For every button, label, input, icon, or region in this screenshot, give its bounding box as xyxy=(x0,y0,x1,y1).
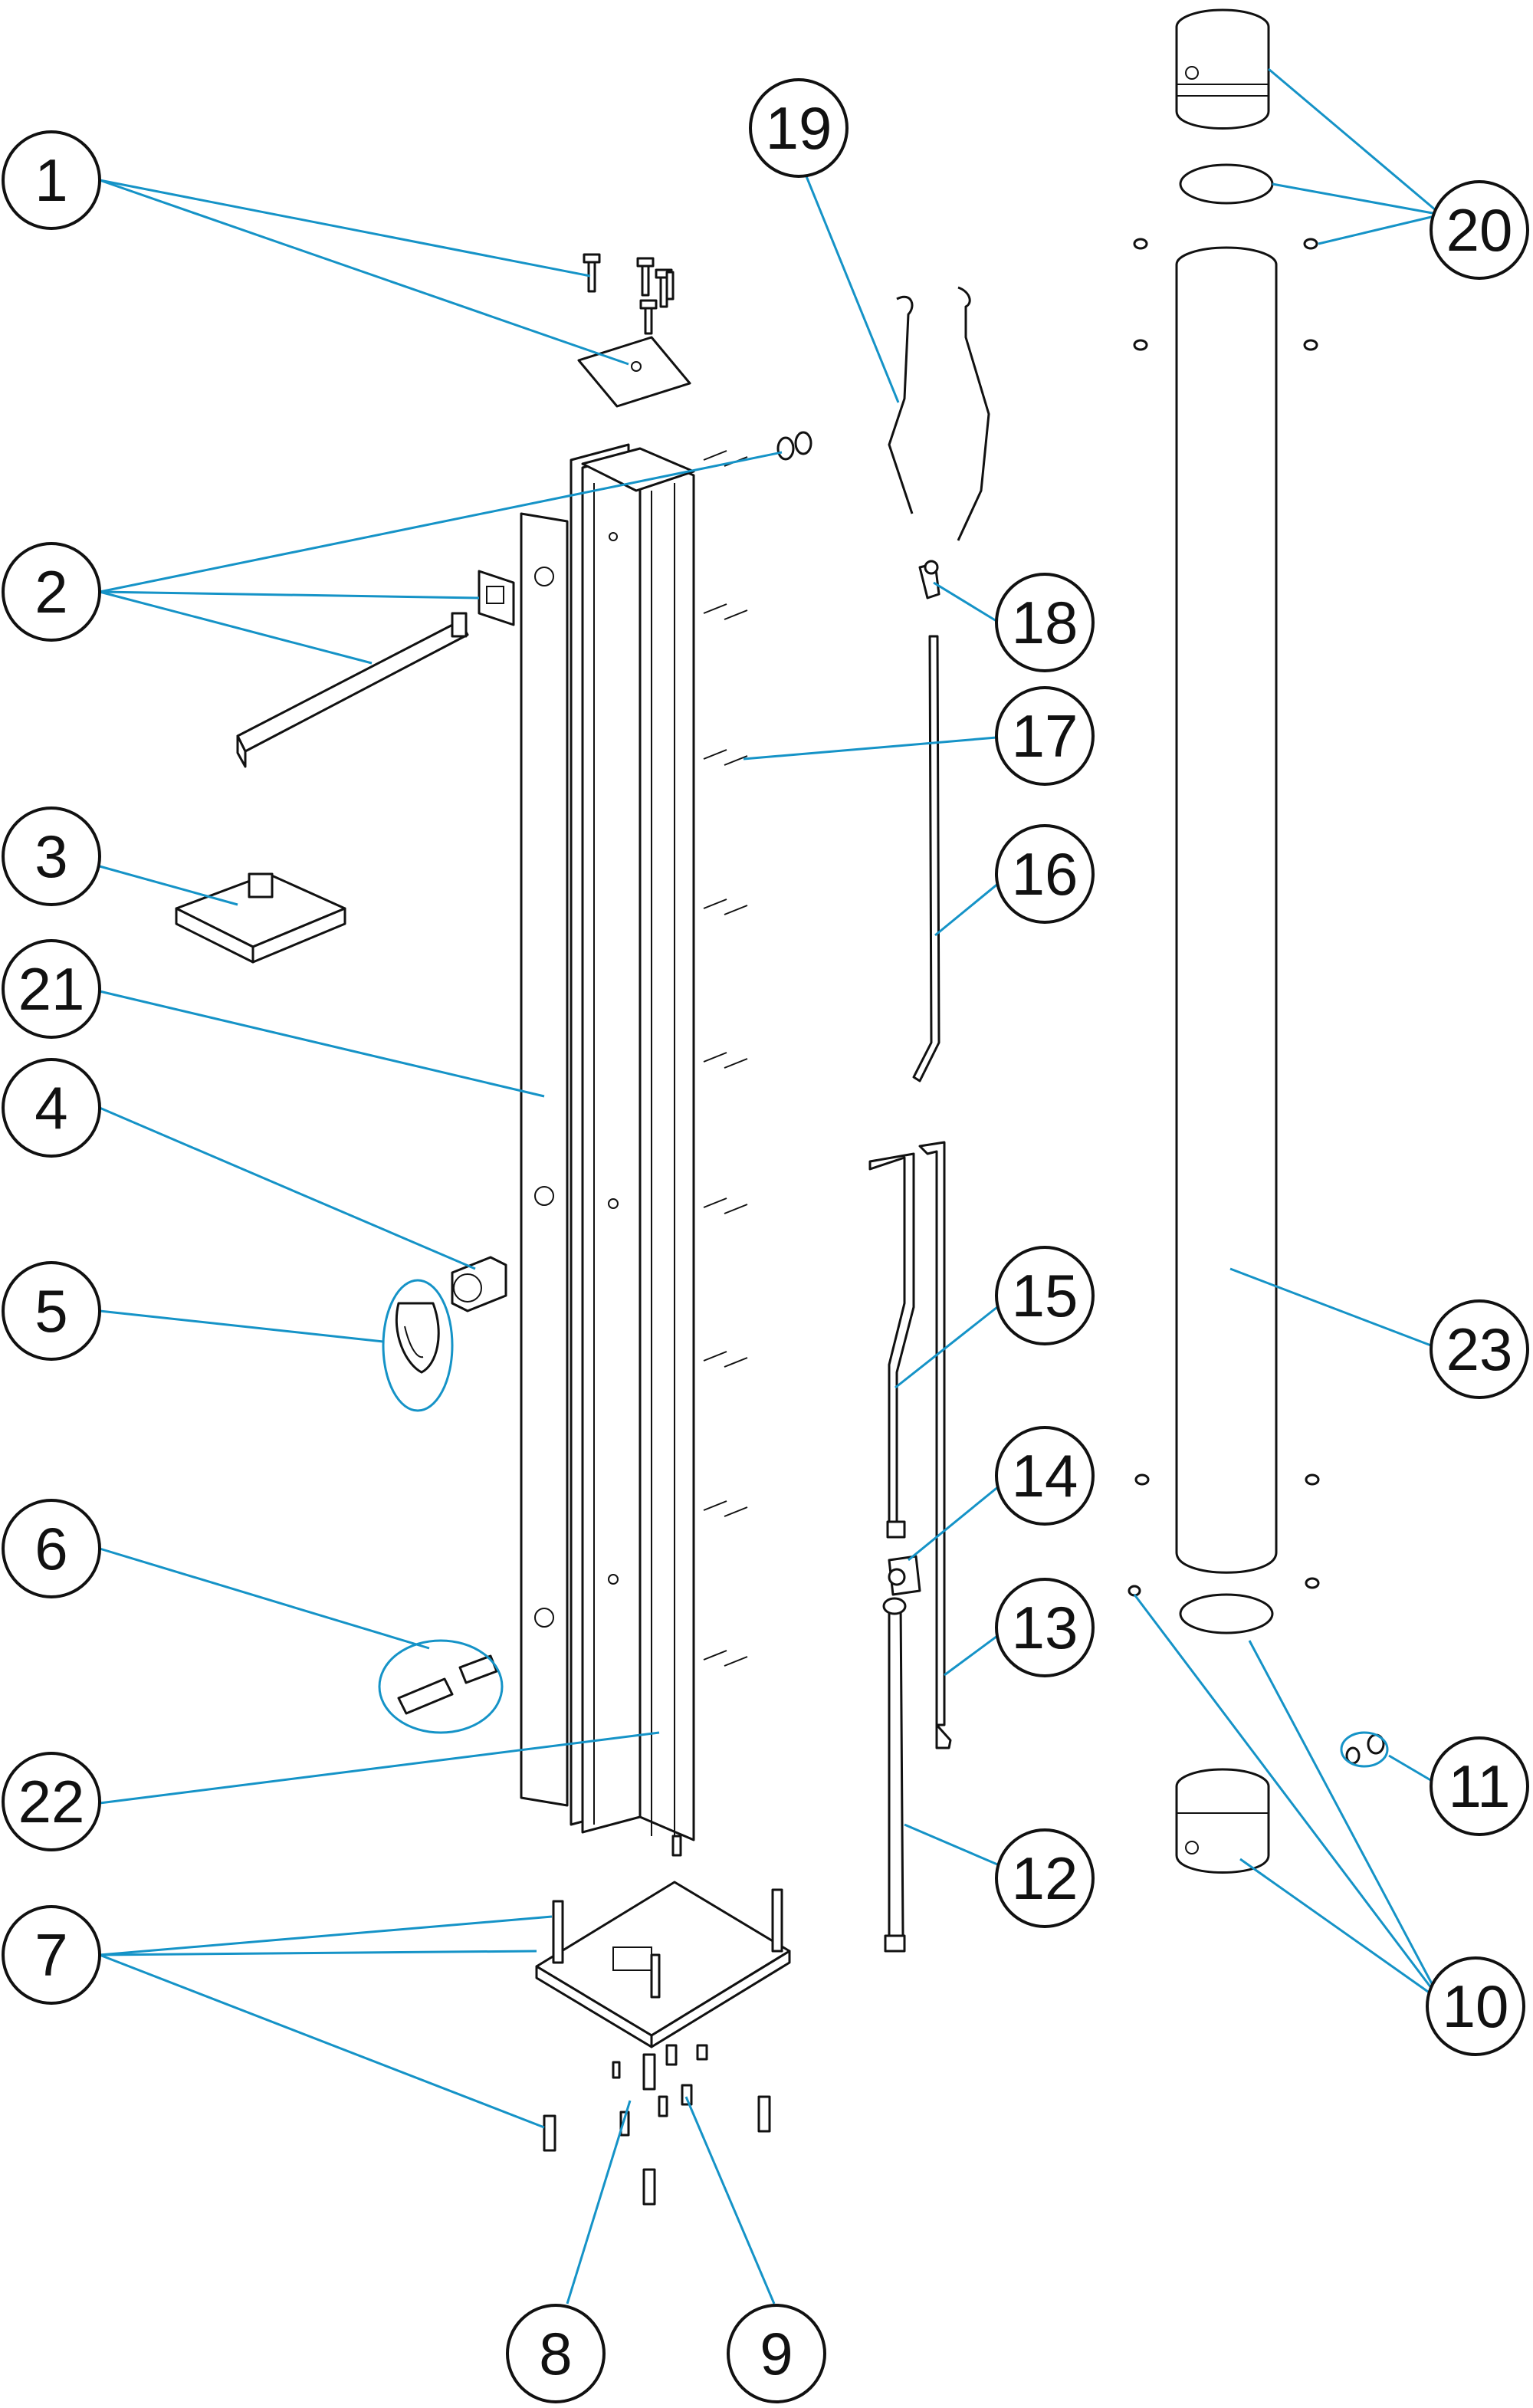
svg-text:2: 2 xyxy=(34,558,67,626)
callout-13: 13 xyxy=(995,1578,1095,1677)
callout-17: 17 xyxy=(995,686,1095,786)
callout-1: 1 xyxy=(2,130,101,230)
svg-text:14: 14 xyxy=(1012,1442,1078,1510)
callout-2: 2 xyxy=(2,542,101,642)
callout-11: 11 xyxy=(1430,1736,1529,1836)
callout-18: 18 xyxy=(995,573,1095,672)
part-19-hoses xyxy=(888,286,990,541)
svg-text:1: 1 xyxy=(34,146,67,214)
part-21-front-panel xyxy=(520,512,569,1807)
svg-text:20: 20 xyxy=(1446,196,1513,264)
callout-8: 8 xyxy=(506,2304,606,2403)
svg-text:9: 9 xyxy=(760,2320,793,2387)
callout-12: 12 xyxy=(995,1828,1095,1928)
part-7-base-plate xyxy=(535,1881,791,2152)
callout-4: 4 xyxy=(2,1058,101,1158)
part-23-tube xyxy=(1133,246,1320,1589)
callout-16: 16 xyxy=(995,824,1095,924)
svg-text:11: 11 xyxy=(1449,1753,1511,1820)
part-5-handle xyxy=(382,1279,454,1412)
callout-14: 14 xyxy=(995,1426,1095,1526)
callout-10: 10 xyxy=(1426,1956,1525,2056)
svg-text:3: 3 xyxy=(34,823,67,890)
part-2-shower-arm xyxy=(236,431,812,768)
svg-text:7: 7 xyxy=(34,1921,67,1989)
svg-text:16: 16 xyxy=(1012,840,1078,908)
callout-23: 23 xyxy=(1430,1299,1529,1399)
svg-text:10: 10 xyxy=(1443,1973,1509,2040)
part-10-bottom-cap xyxy=(1128,1585,1274,1874)
callout-22: 22 xyxy=(2,1752,101,1851)
svg-text:17: 17 xyxy=(1012,702,1078,770)
callout-20: 20 xyxy=(1430,180,1529,280)
svg-text:18: 18 xyxy=(1012,589,1078,656)
part-16-pipe xyxy=(912,635,940,1082)
part-12-13-pipes xyxy=(882,1597,952,1953)
part-15-pipes xyxy=(868,1141,946,1726)
part-11-nut xyxy=(1340,1731,1389,1768)
svg-text:6: 6 xyxy=(34,1515,67,1582)
part-17-screws xyxy=(703,450,748,1667)
part-8-9-fasteners xyxy=(612,2044,771,2206)
callout-6: 6 xyxy=(2,1499,101,1598)
part-14-tee xyxy=(888,1555,921,1596)
part-3-shower-head xyxy=(175,872,346,964)
callout-19: 19 xyxy=(749,78,849,178)
part-18-fitting xyxy=(918,560,940,600)
callout-15: 15 xyxy=(995,1246,1095,1345)
leader-lines xyxy=(99,67,1443,2305)
part-22-column-profile xyxy=(570,443,695,1857)
callout-3: 3 xyxy=(2,806,101,906)
svg-text:19: 19 xyxy=(766,94,832,162)
svg-text:23: 23 xyxy=(1446,1316,1513,1383)
svg-text:4: 4 xyxy=(34,1074,67,1142)
callout-9: 9 xyxy=(727,2304,826,2403)
svg-text:8: 8 xyxy=(539,2320,572,2387)
callout-7: 7 xyxy=(2,1905,101,2005)
svg-text:22: 22 xyxy=(18,1768,85,1835)
part-6-valve xyxy=(378,1639,504,1734)
callout-5: 5 xyxy=(2,1261,101,1361)
svg-text:21: 21 xyxy=(18,955,85,1023)
callout-21: 21 xyxy=(2,939,101,1039)
part-20-top-cap xyxy=(1133,8,1318,250)
part-1-top-plate-screws xyxy=(577,253,691,408)
svg-text:5: 5 xyxy=(34,1277,67,1345)
svg-text:12: 12 xyxy=(1012,1845,1078,1912)
svg-text:13: 13 xyxy=(1012,1594,1078,1661)
part-4-mixer-body xyxy=(451,1256,507,1312)
svg-text:15: 15 xyxy=(1012,1262,1078,1329)
